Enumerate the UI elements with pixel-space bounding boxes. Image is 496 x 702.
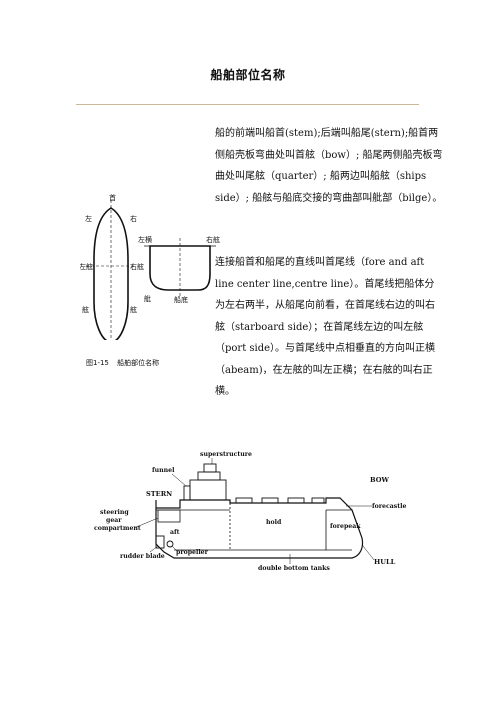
label-aft: aft (170, 529, 180, 536)
label-steering-3: compartment (94, 525, 141, 532)
leader-line (133, 517, 159, 529)
label-bilge: 舭 (144, 294, 151, 303)
label-forepeak: forepeak (330, 523, 361, 530)
label-abeam-left: 左横 (138, 235, 152, 244)
label-forecastle: forecastle (372, 503, 406, 510)
label-starboard: 右舷 (130, 262, 144, 271)
title-divider (76, 104, 419, 105)
label-rudder-blade: rudder blade (120, 553, 165, 560)
funnel-shape (183, 485, 191, 501)
hatch (235, 497, 253, 504)
label-hold: hold (266, 519, 282, 526)
label-abeam-right: 右舷 (206, 235, 220, 244)
figure1-caption: 图1-15 船舶部位名称 (86, 358, 159, 368)
label-stern: STERN (146, 490, 172, 498)
label-propeller: propeller (176, 549, 209, 556)
hull-profile (155, 497, 364, 559)
hatch (287, 497, 305, 504)
label-port: 左舷 (80, 262, 93, 271)
label-superstructure: superstructure (200, 451, 252, 458)
hull-cross-section (149, 245, 211, 291)
label-hull: HULL (374, 558, 396, 566)
label-right-bow: 右 (130, 214, 137, 223)
label-double-bottom: double bottom tanks (258, 565, 330, 572)
label-quarter-left: 舷 (82, 305, 89, 314)
label-steering-1: steering (100, 509, 129, 516)
hull-plan-outline (93, 207, 129, 340)
superstructure-block (203, 463, 217, 473)
figure-ship-profile: superstructure funnel BOW STERN forecast… (94, 451, 406, 572)
leader-line (149, 545, 159, 553)
caption-number: 图1-15 (86, 359, 109, 367)
caption-text: 船舶部位名称 (117, 359, 160, 367)
paragraph-text: 船的前端叫船首(stem);后端叫船尾(stern);船首两侧船壳板弯曲处叫首舷… (215, 128, 443, 204)
rudder-shape (155, 535, 165, 549)
label-bow: 首 (109, 193, 116, 202)
label-steering-2: gear (106, 517, 122, 524)
paragraph-text: 连接船首和船尾的直线叫首尾线（fore and aft line center … (215, 257, 436, 397)
superstructure-block (189, 479, 227, 501)
page-title: 船舶部位名称 (210, 68, 286, 82)
paragraph-ship-parts: 船的前端叫船首(stem);后端叫船尾(stern);船首两侧船壳板弯曲处叫首舷… (215, 123, 443, 209)
label-bottom: 船底 (174, 295, 188, 304)
leader-line (171, 473, 187, 487)
paragraph-fore-aft-line: 连接船首和船尾的直线叫首尾线（fore and aft line center … (215, 252, 443, 403)
hatch (261, 497, 279, 504)
superstructure-block (197, 471, 221, 481)
leader-line (171, 545, 177, 551)
leader-line (361, 543, 375, 561)
figure-ship-parts-diagram: 首 左 右 左舷 右舷 舷 舷 尾 左横 右舷 舭 船底 (80, 193, 220, 340)
propeller-shape (166, 540, 174, 548)
label-quarter-right: 舷 (130, 305, 137, 314)
label-left-bow: 左 (85, 214, 92, 223)
steering-compartment (157, 509, 181, 523)
label-bow: BOW (370, 476, 389, 484)
label-funnel: funnel (152, 467, 175, 474)
hatch (311, 497, 325, 504)
